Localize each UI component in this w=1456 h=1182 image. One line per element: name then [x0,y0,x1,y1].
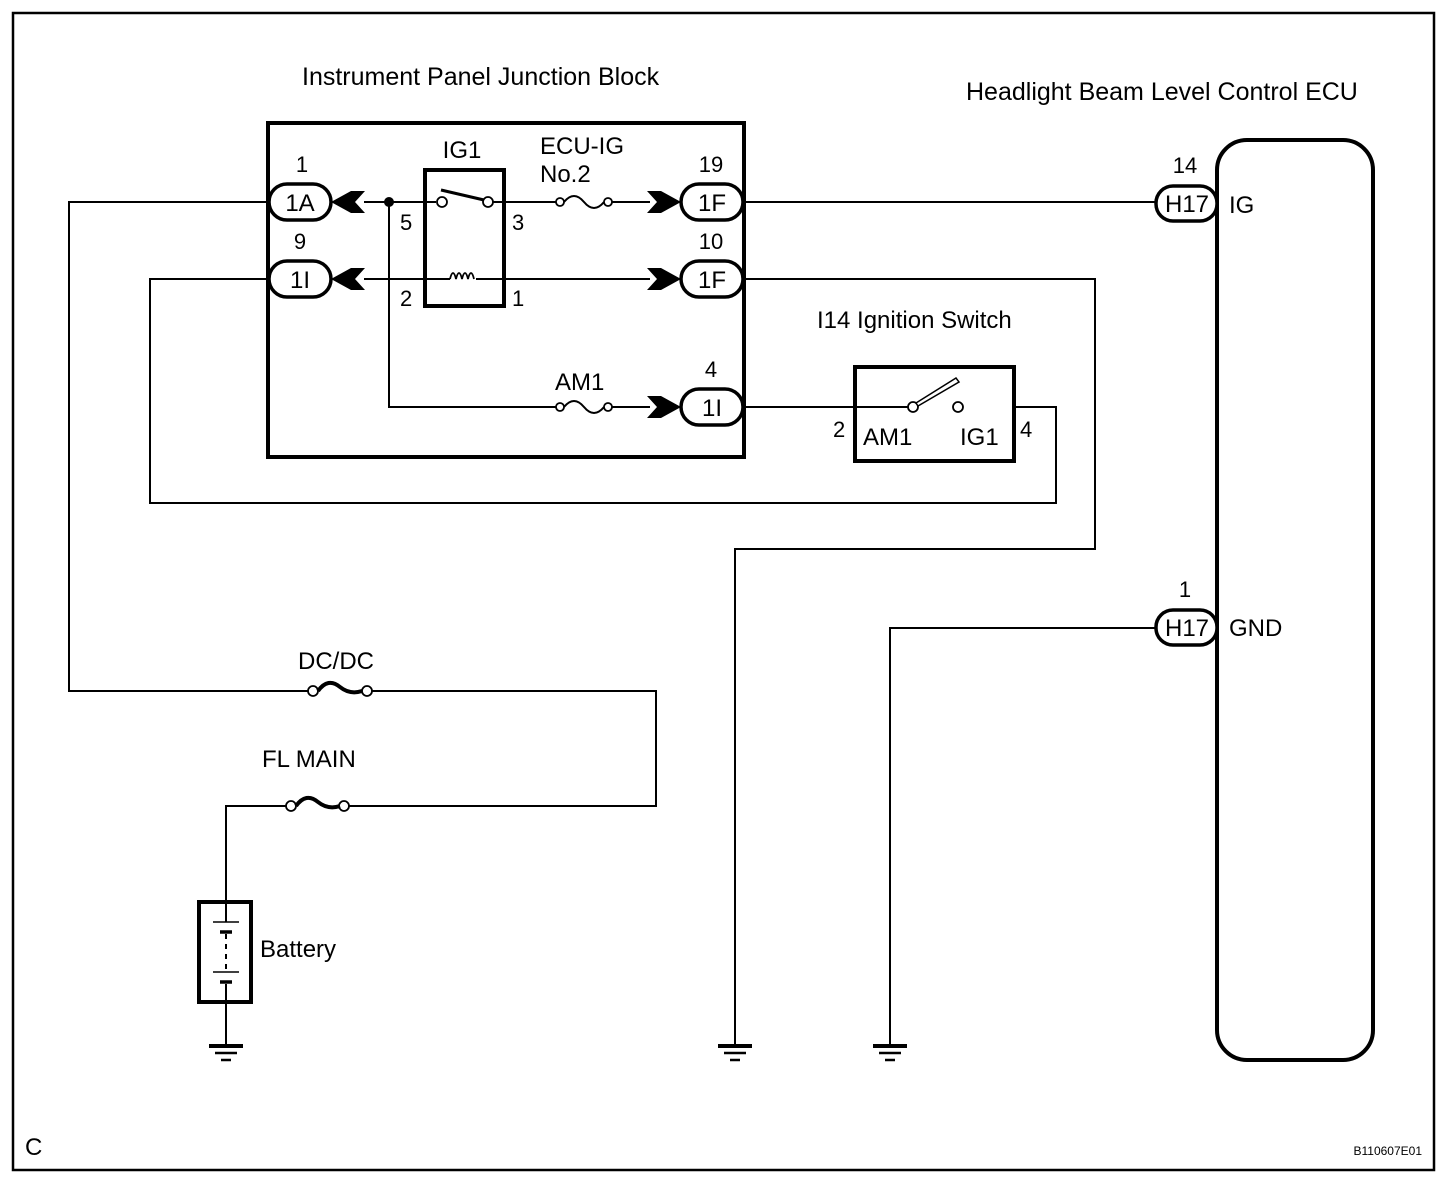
connector-code: 1F [698,190,726,217]
fusible-link-icon [316,680,363,695]
ground-icon [873,1044,907,1062]
connector-pin: 1 [296,152,308,177]
ecu-title: Headlight Beam Level Control ECU [966,78,1358,106]
male-terminal-arrow-icon [647,268,681,290]
terminal-name: GND [1229,615,1282,642]
fuse-icon [563,195,605,209]
wire-1f-to-ground [734,278,1096,1046]
female-terminal-arrow-icon [331,268,365,290]
connector-code: H17 [1165,191,1209,218]
wire-1a-to-dcdc [68,201,312,692]
junction-node [384,197,394,207]
ecu-terminal-gnd: H17 1 GND [1154,577,1282,647]
ignition-terminal-ig1: IG1 [960,424,999,451]
junction-block-box [266,121,746,459]
ecu-terminal-ig: H17 14 IG [1154,153,1254,223]
relay-pin: 5 [400,210,412,235]
female-terminal-arrow-icon [331,191,365,213]
relay-pin: 3 [512,210,524,235]
ecu-box [1215,138,1375,1062]
connector-pin: 9 [294,229,306,254]
relay-pin: 2 [400,286,412,311]
male-terminal-arrow-icon [647,396,681,418]
connector-pin: 4 [705,357,717,382]
relay-ig1: IG1 5 3 2 1 [400,137,524,311]
relay-pin: 1 [512,286,524,311]
fusible-link-fl-main: FL MAIN [262,746,356,813]
relay-coil-icon [449,272,475,280]
outer-frame [11,11,1436,1172]
fuse-icon [563,400,605,414]
connector-1f-10: 1F 10 [647,229,745,299]
fusible-link-icon [294,795,341,810]
connector-code: 1I [702,395,722,422]
connector-pin: 19 [699,152,723,177]
switch-lever-icon [914,376,961,408]
wire-node-to-am1 [388,202,556,408]
connector-code: 1A [285,190,314,217]
junction-block-title: Instrument Panel Junction Block [302,63,660,91]
wire-flmain-to-battery [225,805,287,902]
ignition-terminal-am1: AM1 [863,424,912,451]
connector-code: 1I [290,267,310,294]
fusible-link-dcdc: DC/DC [298,648,374,698]
ignition-right-pin: 4 [1020,417,1032,442]
figure-id: B110607E01 [1353,1144,1422,1158]
battery-label: Battery [260,936,336,963]
ignition-switch-title: I14 Ignition Switch [817,307,1012,334]
connector-code: H17 [1165,615,1209,642]
ground-icon [209,1044,243,1062]
connector-pin: 14 [1173,153,1197,178]
connector-1a: 1A 1 [267,152,365,222]
fuse-am1: AM1 [555,369,613,414]
connector-code: 1F [698,267,726,294]
ignition-switch: 2 4 AM1 IG1 [833,365,1032,463]
fuse-name-line2: No.2 [540,161,591,188]
ignition-left-pin: 2 [833,417,845,442]
fuse-name: AM1 [555,369,604,396]
battery: Battery [197,900,336,1004]
fuse-ecu-ig-no2: ECU-IG No.2 [540,133,624,209]
relay-name: IG1 [443,137,482,164]
connector-1f-19: 1F 19 [647,152,745,222]
connector-pin: 10 [699,229,723,254]
fusible-link-name: FL MAIN [262,746,356,773]
relay-switch-contact-icon [440,188,485,202]
wire-ecu-gnd-to-ground [889,627,1156,1046]
connector-pin: 1 [1179,577,1191,602]
wire-dcdc-to-flmain [348,690,657,807]
male-terminal-arrow-icon [647,191,681,213]
connector-1i-4: 1I 4 [647,357,745,427]
diagram-code: C [25,1134,42,1161]
connector-1i-9: 1I 9 [267,229,365,299]
wire-1i-to-ignition-ig1 [149,278,1057,504]
ground-icon [718,1044,752,1062]
fusible-link-name: DC/DC [298,648,374,675]
fuse-name-line1: ECU-IG [540,133,624,160]
terminal-name: IG [1229,192,1254,219]
